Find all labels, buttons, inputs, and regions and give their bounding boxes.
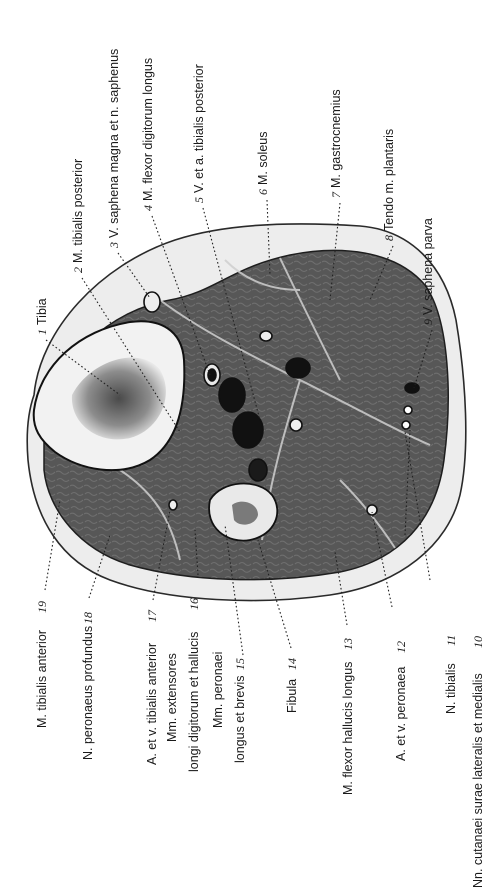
label-6-number: 6: [256, 189, 270, 195]
label-8-number: 8: [382, 235, 396, 241]
label-4-number: 4: [141, 205, 155, 211]
label-13-flexor-hallucis: M. flexor hallucis longus: [341, 662, 355, 795]
label-3-number: 3: [107, 242, 121, 249]
label-19-number: 19: [35, 601, 49, 613]
label-7-number: 7: [329, 191, 343, 198]
label-17-number: 17: [145, 609, 159, 622]
label-10-number: 10: [471, 636, 485, 648]
label-16-longi-digitorum: longi digitorum et hallucis: [187, 632, 201, 772]
label-11-number: 11: [444, 635, 458, 646]
label-9-number: 9: [421, 319, 435, 325]
label-9-saphena-parva: V. saphena parva: [421, 218, 435, 315]
label-2-tibialis-posterior: M. tibialis posterior: [71, 159, 85, 263]
label-14-number: 14: [285, 658, 299, 670]
label-18-peronaeus-profundus: N. peronaeus profundus: [81, 626, 95, 760]
label-15-peronaei: Mm. peronaei: [211, 652, 225, 728]
label-7-gastrocnemius: M. gastrocnemius: [329, 89, 343, 188]
label-10-cutanei-surae: Nn. cutanaei surae lateralis et medialis: [471, 673, 485, 888]
label-4-flexor-digitorum: M. flexor digitorum longus: [141, 58, 155, 201]
label-12-number: 12: [394, 641, 408, 653]
label-13-number: 13: [341, 638, 355, 650]
label-3-saphena-magna: V. saphena magna et n. saphenus: [107, 49, 121, 238]
label-19-tibialis-anterior: M. tibialis anterior: [35, 630, 49, 728]
label-1-tibia: Tibia: [35, 298, 49, 325]
label-6-soleus: M. soleus: [256, 132, 270, 186]
label-16-extensores: Mm. extensores: [165, 653, 179, 742]
label-12-peronaea: A. et v. peronaea: [394, 667, 408, 761]
label-5-number: 5: [192, 197, 206, 203]
label-15-longus-brevis: longus et brevis: [233, 675, 247, 763]
label-14-fibula: Fibula: [285, 679, 299, 713]
label-5-tibialis-posterior-vessels: V. et a. tibialis posterior: [192, 64, 206, 193]
label-11-tibialis-nerve: N. tibialis: [444, 663, 458, 714]
label-18-number: 18: [81, 612, 95, 624]
label-8-tendo-plantaris: Tendo m. plantaris: [382, 129, 396, 231]
label-15-number: 15: [233, 658, 247, 670]
label-17-tibialis-anterior-vessels: A. et v. tibialis anterior: [145, 643, 159, 765]
label-16-number: 16: [187, 598, 201, 610]
label-2-number: 2: [71, 267, 85, 273]
label-1-number: 1: [35, 329, 49, 335]
